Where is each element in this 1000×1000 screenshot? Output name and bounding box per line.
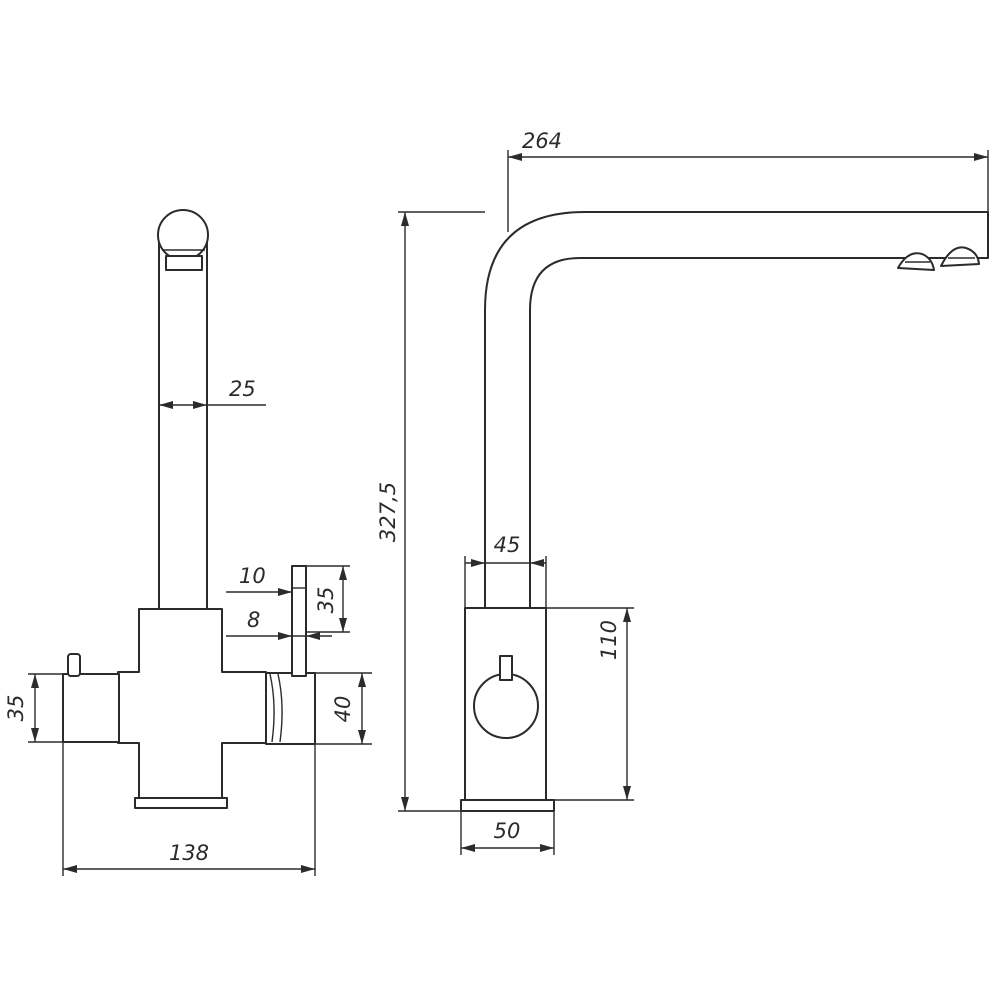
- dim-left-inlet: 35: [4, 695, 28, 722]
- front-dimensions: 25 10 8 35 35 40: [4, 377, 372, 876]
- spout-head: [157, 209, 209, 261]
- side-dimensions: 264 327,5 45 110 50: [376, 129, 989, 855]
- side-spout: [484, 211, 989, 609]
- side-base: [460, 799, 555, 812]
- dim-handle-width: 10: [239, 564, 266, 588]
- dim-handle-offset: 8: [247, 608, 260, 632]
- aerator-2: [940, 246, 980, 267]
- dim-total-height: 327,5: [376, 482, 400, 542]
- aerator-lower: [165, 255, 203, 271]
- dim-spout-reach: 264: [522, 129, 562, 153]
- dim-handle-height: 35: [314, 587, 338, 614]
- dim-column-width: 45: [494, 533, 521, 557]
- side-view: [460, 211, 989, 812]
- left-inlet: [62, 673, 120, 743]
- knob-lever: [499, 655, 513, 681]
- front-view: [62, 209, 316, 809]
- spout-tube: [158, 233, 208, 611]
- dim-base-diameter: 50: [494, 819, 521, 843]
- control-knob: [473, 673, 539, 739]
- base-plate: [134, 797, 228, 809]
- dim-base-width: 138: [169, 841, 209, 865]
- left-knob: [67, 653, 81, 677]
- dim-spout-diameter: 25: [229, 377, 256, 401]
- dim-right-inlet: 40: [331, 696, 355, 723]
- dim-body-height: 110: [597, 620, 621, 660]
- cross-body: [117, 608, 267, 801]
- handle-lever: [291, 565, 307, 677]
